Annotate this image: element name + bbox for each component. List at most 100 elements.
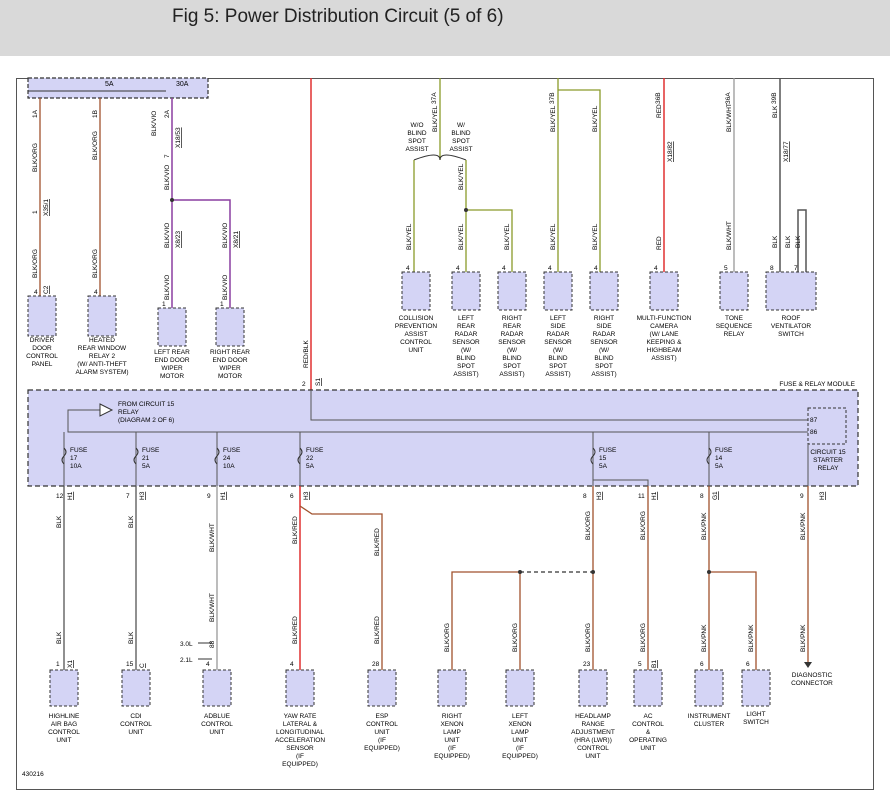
- rsr-4: SENSOR: [590, 339, 618, 346]
- splice-vio: [170, 198, 174, 202]
- bp-9: 5: [638, 661, 642, 668]
- header-bar: Fig 5: Power Distribution Circuit (5 of …: [0, 0, 890, 56]
- wire-xenon-right: [451, 571, 520, 670]
- instrument-cluster: [694, 669, 724, 707]
- multifunction-camera: [649, 271, 679, 311]
- wl-red-b: RED: [656, 236, 663, 250]
- cam-2: CAMERA: [650, 323, 678, 330]
- yaw-6: (IF: [296, 753, 304, 760]
- wo-bsa-4: ASSIST: [405, 146, 428, 153]
- adblue-pin-b: 88: [209, 640, 216, 648]
- airbag-1: HIGHLINE: [49, 713, 80, 720]
- heated-relay-label-5: ALARM SYSTEM): [75, 369, 128, 376]
- hra-1: HEADLAMP: [575, 713, 611, 720]
- splice-hra: [591, 570, 595, 574]
- svg-text:5A: 5A: [306, 463, 315, 470]
- relay-label-1: CIRCUIT 15: [810, 449, 846, 456]
- conn-x18-82: X18/82: [667, 141, 674, 162]
- yaw-rate-sensor: [285, 669, 315, 707]
- pin-37a: 37A: [431, 92, 438, 104]
- right-wiper-pin: 1: [220, 301, 224, 308]
- heated-relay-pin: 4: [94, 289, 98, 296]
- lsr-5: (W/: [553, 347, 563, 354]
- fuse-21: FUSE 21 5A: [133, 432, 160, 486]
- wire-w-bsa-right: [466, 209, 513, 272]
- heated-relay-label-1: HEATED: [89, 337, 115, 344]
- rx-6: EQUIPPED): [434, 753, 470, 760]
- bc-2: C: [139, 663, 146, 668]
- mc-6: H1: [651, 491, 658, 500]
- feed-pin: 2: [302, 381, 306, 388]
- wl-d: BLK/YEL: [458, 223, 465, 250]
- svg-text:FUSE: FUSE: [223, 447, 241, 454]
- relay-ref-arrow: [99, 403, 114, 417]
- hra-3: ADJUSTMENT: [571, 729, 615, 736]
- lrr-4: SENSOR: [452, 339, 480, 346]
- esp-3: UNIT: [374, 729, 389, 736]
- adblue-1: ADBLUE: [204, 713, 231, 720]
- airbag-2: AIR BAG: [51, 721, 77, 728]
- lsr-2: SIDE: [550, 323, 566, 330]
- airbag-control-unit: [49, 669, 79, 707]
- bp-1: 1: [56, 661, 60, 668]
- wl-blk-d: BLK: [795, 235, 802, 248]
- ac-5: UNIT: [640, 745, 655, 752]
- wl-a: BLK/YEL: [432, 105, 439, 132]
- wl-wht: BLK/WHT: [726, 103, 733, 132]
- mp-1: 12: [56, 493, 64, 500]
- engine-note-21: 2.1L: [180, 657, 193, 664]
- bp-2: 15: [126, 661, 134, 668]
- diagnostic-connector-terminal: [804, 662, 812, 668]
- fuse-15-branch: [592, 468, 649, 486]
- roof-ventilator-switch: [765, 271, 817, 311]
- left-wiper-label-4: MOTOR: [160, 373, 184, 380]
- conn-x8-21: X8/21: [233, 231, 240, 248]
- light-switch: [741, 669, 771, 707]
- feed-to-relay: [310, 390, 808, 421]
- driver-door-label-4: PANEL: [32, 361, 53, 368]
- mp-6: 11: [638, 493, 645, 500]
- wl-blk: BLK: [772, 105, 779, 118]
- yaw-3: LONGITUDINAL: [276, 729, 324, 736]
- rsr-1: RIGHT: [594, 315, 614, 322]
- lsr-1: LEFT: [550, 315, 566, 322]
- pin-37b: 37B: [549, 92, 556, 104]
- lx-1: LEFT: [512, 713, 528, 720]
- lx-3: LAMP: [511, 729, 529, 736]
- wire-label-blk-vio: BLK/VIO: [151, 111, 158, 136]
- fuse-14: FUSE 14 5A: [706, 432, 733, 486]
- lsr-4: SENSOR: [544, 339, 572, 346]
- mc-4: H3: [303, 491, 310, 500]
- pin-1: 1: [32, 210, 39, 214]
- bl-9: BLK/RED: [374, 528, 381, 556]
- bl-11: BLK/ORG: [444, 623, 451, 652]
- right-side-radar: [589, 271, 619, 311]
- svg-text:10A: 10A: [223, 463, 235, 470]
- left-wiper-label-1: LEFT REAR: [154, 349, 190, 356]
- cam-3: (W/ LANE: [650, 331, 680, 338]
- fuse-24: FUSE 24 10A: [214, 432, 241, 486]
- w-bsa-3: SPOT: [452, 138, 470, 145]
- cdi-control-unit: [121, 669, 151, 707]
- mc-1: H1: [67, 491, 74, 500]
- svg-text:FUSE: FUSE: [70, 447, 88, 454]
- rrr-6: BLIND: [502, 355, 521, 362]
- yaw-2: LATERAL &: [283, 721, 318, 728]
- top-fuse-label-2: 30A: [176, 81, 189, 88]
- ic-2: CLUSTER: [694, 721, 725, 728]
- splice-pnk: [707, 570, 711, 574]
- diagram-id: 430216: [22, 771, 44, 778]
- yaw-4: ACCELERATION: [275, 737, 325, 744]
- pin-1a: 1A: [32, 109, 39, 118]
- cpa-3: ASSIST: [404, 331, 427, 338]
- driver-door-pin: 4: [34, 289, 38, 296]
- mp-4: 6: [290, 493, 294, 500]
- esp-4: (IF: [378, 737, 386, 744]
- rsr-7: SPOT: [595, 363, 613, 370]
- rsr-2: SIDE: [596, 323, 612, 330]
- adblue-2: CONTROL: [201, 721, 233, 728]
- cam-1: MULTI-FUNCTION: [637, 315, 692, 322]
- relay-ref-3: (DIAGRAM 2 OF 6): [118, 417, 174, 424]
- cpa-5: UNIT: [408, 347, 423, 354]
- rrr-3: RADAR: [501, 331, 524, 338]
